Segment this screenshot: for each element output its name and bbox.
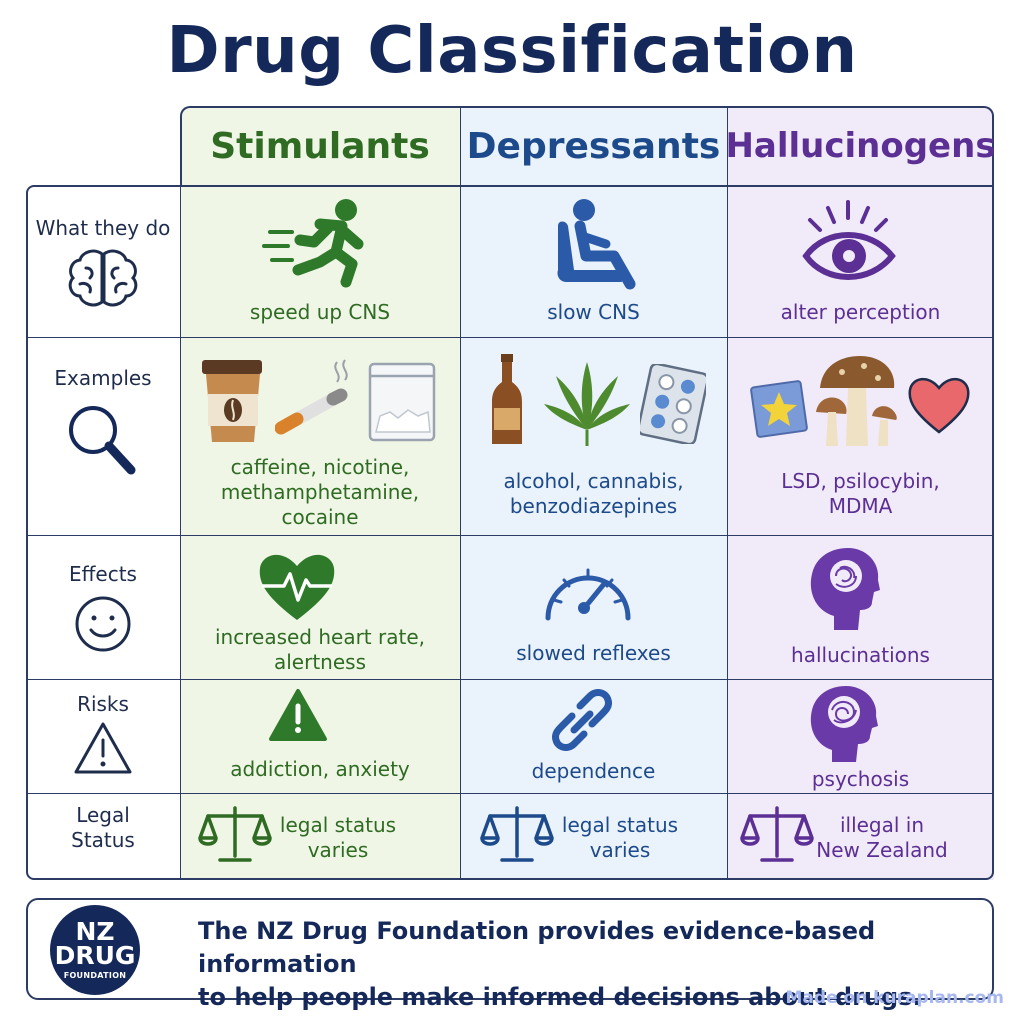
examples-line: cocaine	[281, 505, 359, 529]
row-label-examples: Examples	[54, 366, 152, 390]
stimulants-legal-text: legal status varies	[278, 813, 398, 863]
logo-text: NZ	[75, 917, 115, 946]
blotter-star-icon	[748, 378, 810, 444]
column-header-hallucinogens: Hallucinogens	[725, 126, 996, 166]
brain-icon	[26, 248, 180, 310]
running-person-icon	[262, 196, 374, 292]
header-frame	[180, 106, 994, 187]
legal-line: New Zealand	[816, 838, 948, 862]
smiley-icon	[26, 594, 180, 654]
depressants-risks-text: dependence	[531, 759, 656, 783]
seated-person-icon	[550, 196, 646, 294]
examples-line: caffeine, nicotine,	[230, 455, 410, 479]
column-divider	[727, 106, 728, 880]
row-divider	[26, 337, 994, 338]
column-header-stimulants: Stimulants	[210, 125, 430, 167]
speedometer-icon	[540, 556, 636, 626]
footer-text: The NZ Drug Foundation provides evidence…	[198, 915, 978, 1014]
row-label-effects: Effects	[69, 562, 137, 586]
eye-icon	[800, 200, 912, 290]
row-label-legal-status: Legal Status	[26, 803, 180, 853]
warning-filled-icon	[268, 688, 328, 746]
coffee-cup-icon	[198, 356, 268, 450]
scales-icon	[480, 804, 554, 868]
column-header-depressants: Depressants	[466, 125, 721, 167]
legal-line: legal status	[279, 813, 397, 837]
depressants-effects-text: slowed reflexes	[516, 641, 671, 665]
heart-icon	[906, 374, 972, 440]
nz-drug-foundation-logo: NZ DRUG FOUNDATION	[50, 905, 140, 995]
heartbeat-icon	[256, 548, 338, 626]
depressants-examples-text: alcohol, cannabis, benzodiazepines	[460, 469, 727, 519]
hallucinogens-legal-text: illegal in New Zealand	[812, 813, 952, 863]
examples-line: alcohol, cannabis,	[503, 469, 684, 493]
logo-text: DRUG	[54, 941, 136, 970]
watermark: Made on kuraplan.com	[785, 988, 1004, 1008]
stimulants-risks-text: addiction, anxiety	[230, 757, 410, 781]
footer-line: to help people make informed decisions a…	[198, 983, 922, 1011]
logo-text: FOUNDATION	[63, 971, 127, 980]
column-divider	[460, 106, 461, 880]
cannabis-leaf-icon	[542, 360, 632, 452]
effects-line: alertness	[273, 650, 366, 674]
hallucinogens-examples-text: LSD, psilocybin, MDMA	[727, 469, 994, 519]
chain-link-icon	[552, 688, 612, 756]
magnifier-icon	[26, 400, 180, 480]
warning-icon	[26, 720, 180, 776]
row-divider	[26, 793, 994, 794]
examples-line: MDMA	[828, 494, 893, 518]
pill-pack-icon	[637, 362, 709, 448]
head-tangle-icon	[806, 684, 880, 768]
cigarette-icon	[274, 358, 355, 442]
bottle-icon	[490, 352, 524, 452]
depressants-column-bg	[460, 106, 727, 880]
column-divider	[180, 185, 181, 880]
powder-bag-icon	[366, 360, 438, 448]
row-divider	[26, 679, 994, 680]
effects-line: increased heart rate,	[215, 625, 425, 649]
row-label-what-they-do: What they do	[35, 216, 171, 240]
depressants-legal-text: legal status varies	[560, 813, 680, 863]
legal-line: varies	[307, 838, 369, 862]
hallucinogens-effects-text: hallucinations	[791, 643, 930, 667]
head-brain-icon	[806, 546, 882, 636]
row-label-risks: Risks	[77, 692, 129, 716]
legal-line: illegal in	[839, 813, 925, 837]
legal-label-line: Status	[71, 828, 135, 852]
legal-line: varies	[589, 838, 651, 862]
examples-line: methamphetamine,	[220, 480, 420, 504]
hallucinogens-what-text: alter perception	[780, 300, 941, 324]
stimulants-effects-text: increased heart rate, alertness	[180, 625, 460, 675]
legal-label-line: Legal	[76, 803, 130, 827]
mushroom-icon	[816, 354, 898, 454]
stimulants-examples-text: caffeine, nicotine, methamphetamine, coc…	[180, 455, 460, 530]
examples-line: benzodiazepines	[509, 494, 678, 518]
scales-icon	[198, 804, 272, 868]
examples-line: LSD, psilocybin,	[781, 469, 940, 493]
page-title: Drug Classification	[166, 14, 858, 88]
footer-box	[26, 898, 994, 1000]
stimulants-what-text: speed up CNS	[249, 300, 391, 324]
depressants-what-text: slow CNS	[547, 300, 640, 324]
row-divider	[26, 535, 994, 536]
footer-line: The NZ Drug Foundation provides evidence…	[198, 917, 876, 978]
table-frame	[26, 185, 994, 880]
hallucinogens-risks-text: psychosis	[811, 767, 910, 791]
scales-icon	[740, 804, 814, 868]
legal-line: legal status	[561, 813, 679, 837]
